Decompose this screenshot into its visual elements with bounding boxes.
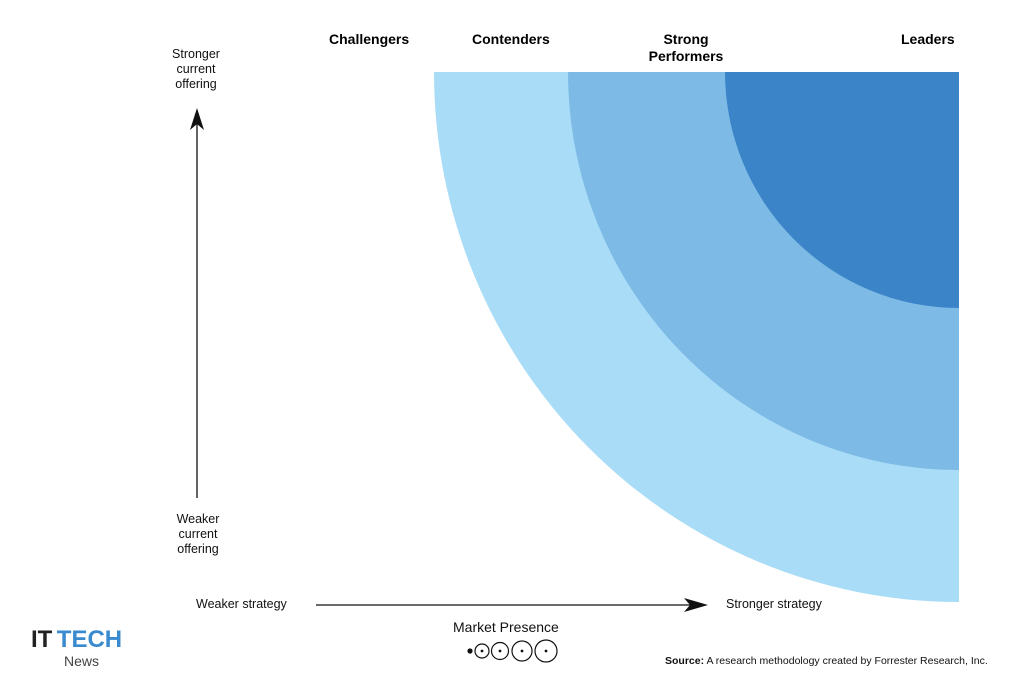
category-strong-performers: Strong Performers (630, 31, 742, 65)
y-bottom-line-1: Weaker (176, 512, 220, 526)
leaders-zone (725, 72, 959, 308)
source-note: Source: A research methodology created b… (665, 655, 988, 667)
it-tech-news-logo: IT TECH (31, 627, 122, 656)
legend-title: Market Presence (453, 619, 559, 635)
strong-line-1: Strong (663, 31, 709, 47)
strong-line-2: Performers (648, 48, 724, 64)
x-axis-left-label: Weaker strategy (196, 597, 287, 611)
y-bottom-line-2: current (178, 527, 218, 541)
y-axis-top-label: Stronger current offering (160, 47, 232, 92)
presence-dot-1 (467, 648, 473, 654)
logo-tech: TECH (56, 626, 123, 653)
y-bottom-line-3: offering (177, 542, 219, 556)
presence-circle-2 (474, 643, 490, 659)
logo-news: News (64, 653, 100, 669)
presence-circle-3 (490, 641, 510, 661)
y-top-line-2: current (176, 62, 216, 76)
presence-circle-5 (534, 639, 558, 663)
y-top-line-3: offering (175, 77, 217, 91)
category-contenders: Contenders (472, 31, 550, 47)
x-axis-right-label: Stronger strategy (726, 597, 822, 611)
category-leaders: Leaders (901, 31, 955, 47)
x-axis-arrowhead (684, 598, 708, 612)
category-challengers: Challengers (329, 31, 410, 47)
source-text: A research methodology created by Forres… (706, 655, 988, 667)
source-label: Source: (665, 655, 705, 667)
y-top-line-1: Stronger (172, 47, 220, 61)
logo-it: IT (31, 626, 53, 653)
y-axis-bottom-label: Weaker current offering (160, 512, 236, 557)
presence-circle-4 (511, 640, 533, 662)
market-presence-legend (467, 639, 558, 663)
y-axis-arrowhead (190, 108, 204, 130)
